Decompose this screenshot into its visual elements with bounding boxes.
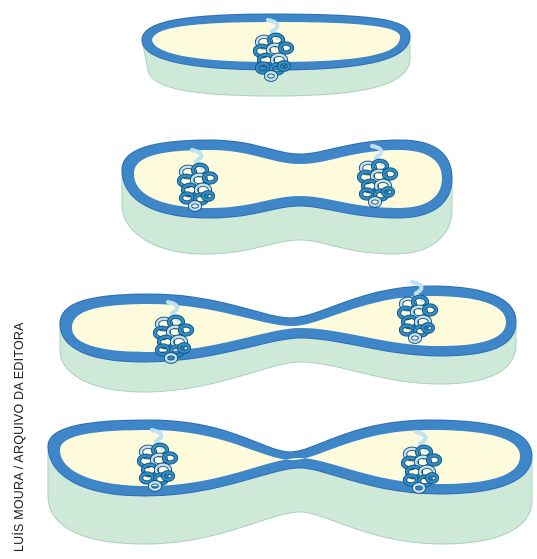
cell-stage-2 <box>122 140 452 254</box>
cell-stage-3 <box>60 282 516 392</box>
cell-stage-4 <box>48 420 532 544</box>
cell-stage-1 <box>142 14 410 96</box>
